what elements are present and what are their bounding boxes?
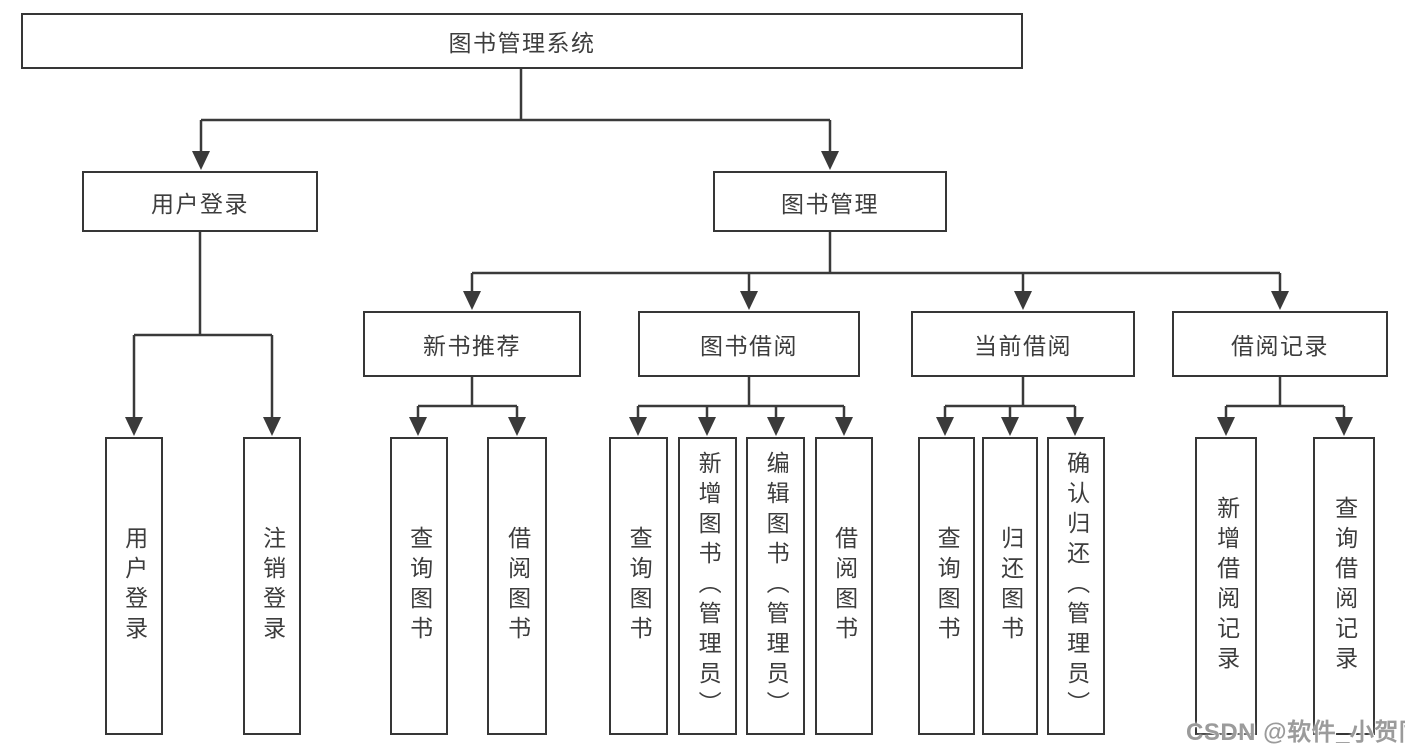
node-label: 图书借阅: [700, 333, 798, 359]
node-label: 当前借阅: [974, 333, 1072, 359]
leaf-query-books-current: 查询图书: [918, 437, 975, 735]
node-book-management: 图书管理: [713, 171, 947, 232]
node-label: 新书推荐: [423, 333, 521, 359]
leaf-confirm-return-admin: 确认归还（管理员）: [1047, 437, 1105, 735]
leaf-query-borrow-record: 查询借阅记录: [1313, 437, 1375, 735]
node-label: 借阅记录: [1231, 333, 1329, 359]
node-label: 图书管理系统: [448, 30, 596, 56]
node-label: 借阅图书: [831, 526, 858, 646]
node-borrowing-records: 借阅记录: [1172, 311, 1388, 377]
node-label: 借阅图书: [504, 526, 531, 646]
node-label: 查询借阅记录: [1331, 496, 1358, 676]
node-current-borrowing: 当前借阅: [911, 311, 1135, 377]
node-label: 查询图书: [406, 526, 433, 646]
node-label: 归还图书: [997, 526, 1024, 646]
leaf-logout: 注销登录: [243, 437, 301, 735]
leaf-add-borrow-record: 新增借阅记录: [1195, 437, 1257, 735]
node-label: 注销登录: [259, 526, 286, 646]
leaf-add-book-admin: 新增图书（管理员）: [678, 437, 737, 735]
leaf-return-book: 归还图书: [982, 437, 1038, 735]
node-label: 查询图书: [934, 526, 961, 646]
leaf-query-books-recommend: 查询图书: [390, 437, 448, 735]
leaf-query-books-borrow: 查询图书: [609, 437, 668, 735]
node-label: 新增图书（管理员）: [695, 451, 722, 721]
node-label: 用户登录: [121, 526, 148, 646]
node-user-login: 用户登录: [82, 171, 318, 232]
node-label: 查询图书: [626, 526, 653, 646]
node-label: 图书管理: [781, 190, 879, 217]
leaf-user-login: 用户登录: [105, 437, 163, 735]
node-label: 用户登录: [151, 190, 249, 217]
node-new-book-recommendation: 新书推荐: [363, 311, 581, 377]
node-label: 确认归还（管理员）: [1063, 451, 1090, 721]
leaf-borrow-books: 借阅图书: [815, 437, 873, 735]
leaf-edit-book-admin: 编辑图书（管理员）: [746, 437, 805, 735]
node-label: 新增借阅记录: [1213, 496, 1240, 676]
csdn-watermark: CSDN @软件_小贺同学: [1186, 719, 1405, 746]
node-library-management-system: 图书管理系统: [21, 13, 1023, 69]
node-book-borrowing: 图书借阅: [638, 311, 860, 377]
node-label: 编辑图书（管理员）: [763, 451, 790, 721]
leaf-borrow-books-recommend: 借阅图书: [487, 437, 547, 735]
